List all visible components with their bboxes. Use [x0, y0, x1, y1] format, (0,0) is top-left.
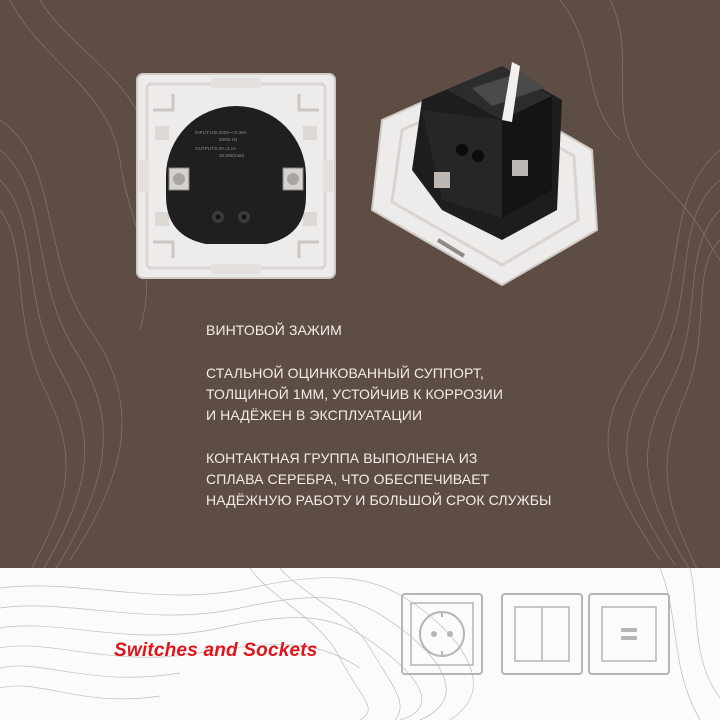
socket-icon: [401, 593, 483, 675]
socket-angled-view-photo: [370, 62, 599, 287]
socket-back-view-photo: INPUT:100-250V~<0.35A 50/60 Hz OUTPUT:5.…: [136, 73, 336, 279]
double-switch-icon: [501, 593, 583, 675]
brand-text: Switches and Sockets: [114, 640, 318, 661]
feature-screw-clamp: ВИНТОВОЙ ЗАЖИМ: [206, 322, 342, 338]
spec-input-text: INPUT:100-250V~<0.35A: [195, 130, 248, 135]
feature-steel-support: СТАЛЬНОЙ ОЦИНКОВАННЫЙ СУППОРТ, ТОЛЩИНОЙ …: [206, 365, 503, 423]
feature-list: ВИНТОВОЙ ЗАЖИМ СТАЛЬНОЙ ОЦИНКОВАННЫЙ СУП…: [206, 320, 586, 533]
spec-power-text: 15.5W(total): [219, 153, 244, 158]
feature-silver-contacts: КОНТАКТНАЯ ГРУППА ВЫПОЛНЕНА ИЗ СПЛАВА СЕ…: [206, 450, 552, 508]
bottom-topographic-lines: [0, 568, 720, 720]
spec-output-text: OUTPUT:5.0V=3.1A: [195, 146, 237, 151]
spec-frequency-text: 50/60 Hz: [219, 137, 238, 142]
usb-charger-icon: [588, 593, 670, 675]
